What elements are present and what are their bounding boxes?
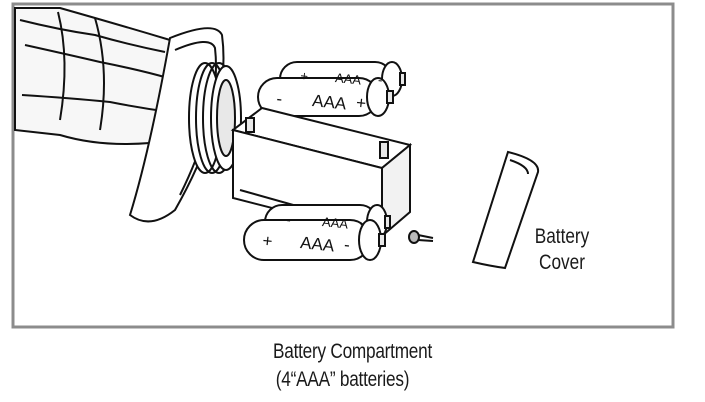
battery-top-back-left-label: + — [300, 68, 309, 84]
battery-cover-part — [471, 150, 540, 270]
battery-top-front-right-label: + — [355, 93, 367, 113]
battery-bottom-front-right-label: - — [343, 235, 351, 254]
battery-top-front-type-label: AAA — [311, 91, 347, 114]
screw — [408, 230, 434, 244]
battery-cover-label-line1: Battery — [534, 225, 590, 248]
battery-bottom-front-left-label: + — [262, 231, 274, 251]
caption-subtitle: (4“AAA” batteries) — [275, 368, 410, 391]
battery-top-back-type-label: AAA — [334, 70, 362, 88]
battery-top-back-right-label: - — [377, 72, 383, 87]
battery-bottom-back-left-label: - — [286, 212, 292, 227]
battery-bottom-back-type-label: AAA — [321, 214, 349, 232]
flashlight-handle — [14, 7, 242, 223]
caption-title: Battery Compartment — [273, 340, 432, 363]
battery-bottom-back-right-label: - — [359, 216, 365, 231]
battery-cover-label: Battery Cover — [526, 224, 598, 276]
battery-bottom-front — [243, 219, 386, 261]
battery-bottom-front-type-label: AAA — [299, 233, 335, 256]
battery-top-front-left-label: - — [276, 89, 284, 108]
battery-cover-label-line2: Cover — [539, 251, 585, 274]
battery-top-front — [257, 77, 394, 117]
